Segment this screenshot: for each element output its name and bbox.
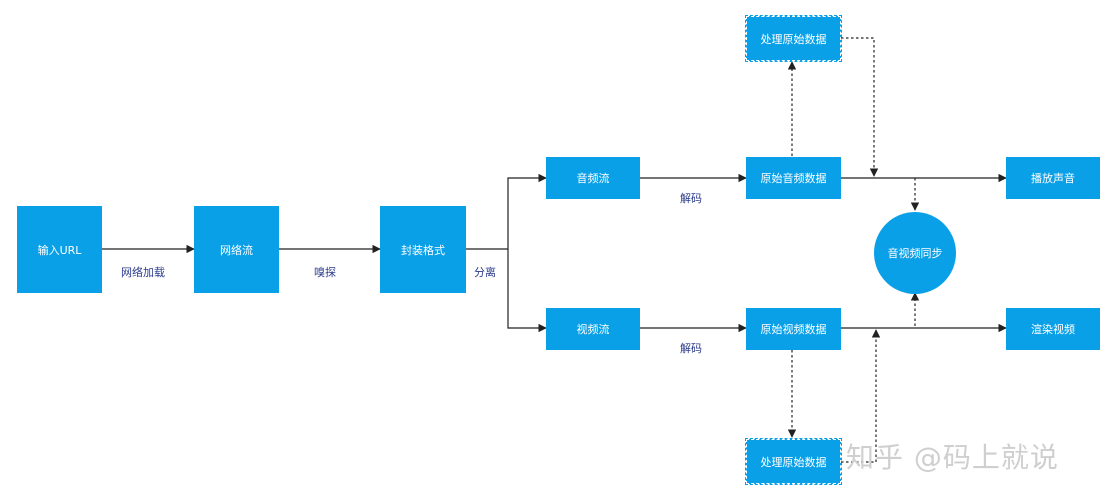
label-decode-video: 解码 xyxy=(680,342,702,355)
node-render-video: 渲染视频 xyxy=(1006,308,1100,350)
node-raw-video: 原始视频数据 xyxy=(746,308,841,350)
node-play-sound: 播放声音 xyxy=(1006,157,1100,199)
watermark: 知乎 @码上就说 xyxy=(846,441,1059,474)
node-input-url: 输入URL xyxy=(17,206,102,293)
label-sniff: 嗅探 xyxy=(314,266,336,279)
edge-process-top-back xyxy=(841,37,879,177)
node-network-stream: 网络流 xyxy=(194,206,279,293)
label-decode-audio: 解码 xyxy=(680,192,702,205)
edge-split-to-audio xyxy=(507,173,547,249)
node-process-raw-bottom: 处理原始数据 xyxy=(745,438,842,485)
label-demux: 分离 xyxy=(474,266,496,279)
node-av-sync: 音视频同步 xyxy=(874,212,956,294)
node-audio-stream: 音频流 xyxy=(546,157,640,199)
node-container-format: 封装格式 xyxy=(380,206,466,293)
node-raw-audio: 原始音频数据 xyxy=(746,157,841,199)
node-video-stream: 视频流 xyxy=(546,308,640,350)
edge-process-bottom-back xyxy=(841,329,881,463)
node-process-raw-top: 处理原始数据 xyxy=(745,15,842,62)
label-network-load: 网络加载 xyxy=(121,266,165,279)
edge-split-to-video xyxy=(507,249,547,333)
